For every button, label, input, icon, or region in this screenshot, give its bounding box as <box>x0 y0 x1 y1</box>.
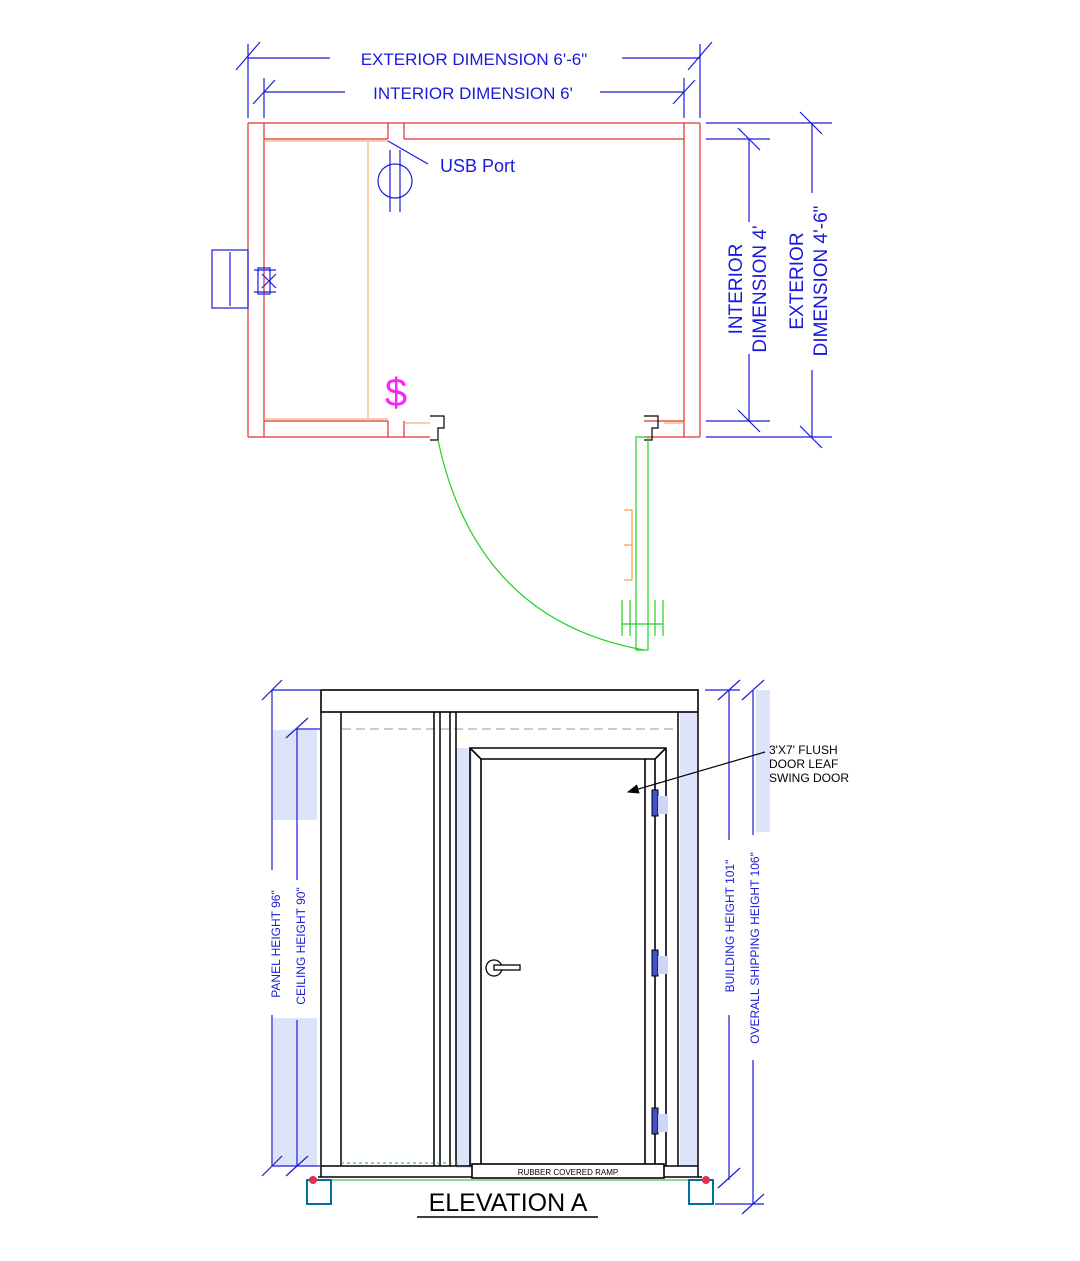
anchor-left-icon <box>309 1176 317 1184</box>
support-feet <box>306 1176 714 1205</box>
interior-partition <box>264 140 684 424</box>
elevation-title: ELEVATION A <box>429 1189 588 1217</box>
floor-plan: EXTERIOR DIMENSION 6'-6" INTERIOR DIMENS… <box>211 41 832 651</box>
interior-width-label: INTERIOR DIMENSION 6' <box>373 84 573 103</box>
interior-depth-line1: INTERIOR <box>726 244 747 335</box>
exterior-depth-dimension <box>706 111 832 449</box>
foot-right <box>688 1179 714 1205</box>
hinge-highlights <box>658 796 668 1132</box>
building-height-label: BUILDING HEIGHT 101" <box>723 860 737 993</box>
ac-unit-icon <box>211 249 277 309</box>
door-closer <box>624 509 633 581</box>
door-handle-icon <box>485 959 521 977</box>
panel-height-dimension <box>261 679 320 1177</box>
exterior-width-label: EXTERIOR DIMENSION 6'-6" <box>361 50 588 69</box>
building-outline <box>318 712 702 1178</box>
exterior-walls <box>247 122 701 438</box>
interior-width-dimension <box>252 78 696 118</box>
usb-port-label: USB Port <box>440 156 515 176</box>
outlet-symbol: $ <box>385 371 407 415</box>
building-height-dimension <box>705 679 741 1189</box>
door-jambs <box>430 415 659 441</box>
hinge-icon <box>651 1107 659 1135</box>
anchor-right-icon <box>702 1176 710 1184</box>
exterior-depth-line2: DIMENSION 4'-6" <box>811 206 832 357</box>
hinge-icon <box>651 789 659 817</box>
door-swing <box>437 436 664 651</box>
interior-depth-label: INTERIOR DIMENSION 4' <box>726 225 771 352</box>
exterior-depth-line1: EXTERIOR <box>787 232 808 329</box>
door-note-line1: 3'X7' FLUSH <box>769 743 838 757</box>
foot-left <box>306 1179 332 1205</box>
door-note-leader <box>626 751 766 794</box>
panel-height-label: PANEL HEIGHT 96" <box>269 890 283 997</box>
highlight-bands <box>273 690 770 1168</box>
usb-port-icon <box>377 140 429 212</box>
ceiling-height-label: CEILING HEIGHT 90" <box>294 887 308 1004</box>
door-note-line3: SWING DOOR <box>769 771 849 785</box>
door-note-line2: DOOR LEAF <box>769 757 838 771</box>
ceiling-height-dimension <box>285 717 320 1177</box>
interior-depth-line2: DIMENSION 4' <box>750 225 771 352</box>
elevation-a: RUBBER COVERED RAMP <box>261 679 849 1218</box>
exterior-depth-label: EXTERIOR DIMENSION 4'-6" <box>787 206 832 357</box>
interior-depth-dimension <box>706 127 770 433</box>
exterior-width-dimension <box>235 41 713 118</box>
shipping-height-label: OVERALL SHIPPING HEIGHT 106" <box>748 852 762 1044</box>
ramp-label: RUBBER COVERED RAMP <box>518 1168 618 1177</box>
roof-fascia <box>320 689 699 713</box>
hinge-icon <box>651 949 659 977</box>
shipping-height-dimension <box>715 679 765 1215</box>
